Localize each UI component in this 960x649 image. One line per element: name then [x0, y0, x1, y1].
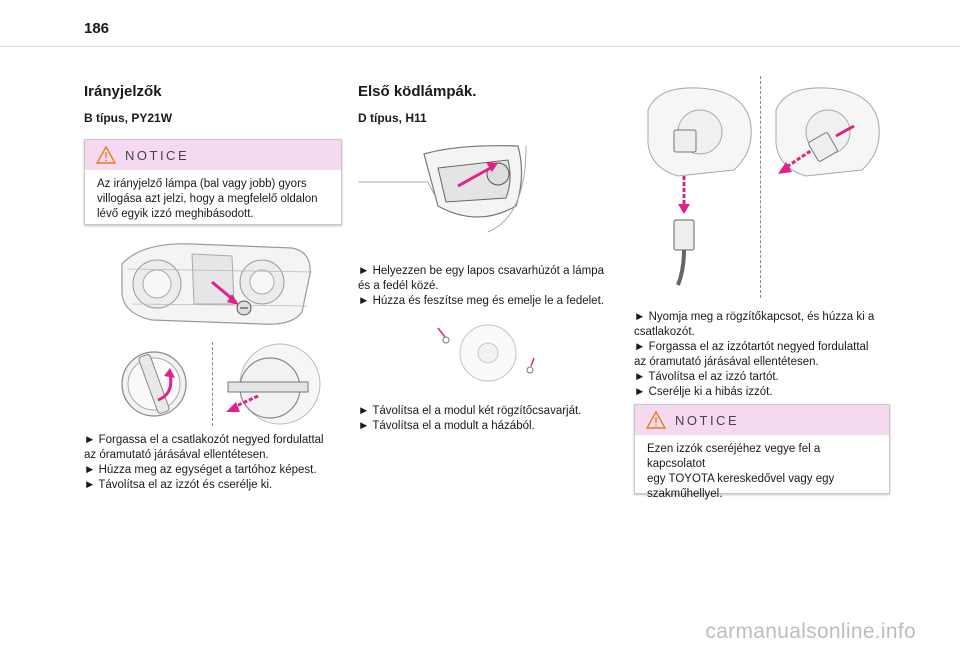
figure-divider	[760, 76, 761, 298]
warning-icon	[645, 410, 667, 429]
notice-text: Ezen izzók cseréjéhez vegye fel a kapcso…	[635, 435, 889, 502]
instruction-line: és a fedél közé.	[358, 280, 439, 292]
notice-line: villogása azt jelzi, hogy a megfelelő ol…	[97, 193, 318, 205]
fog-lamp-module-screws-illustration	[437, 324, 535, 382]
notice-title: NOTICE	[125, 148, 190, 163]
notice-header: NOTICE	[85, 140, 341, 170]
instructions-col1: ► Forgassa el a csatlakozót negyed fordu…	[84, 433, 346, 493]
section-subtitle-type-d: D típus, H11	[358, 111, 427, 125]
notice-title: NOTICE	[675, 413, 740, 428]
notice-box-1: NOTICE Az irányjelző lámpa (bal vagy job…	[84, 139, 342, 225]
bulb-holder-rotate-illustration	[775, 87, 880, 177]
watermark: carmanualsonline.info	[705, 620, 916, 643]
notice-line: lévő egyik izzó meghibásodott.	[97, 208, 254, 220]
instructions-col2-a: ► Helyezzen be egy lapos csavarhúzót a l…	[358, 264, 618, 309]
instruction-line: ► Távolítsa el az izzót és cserélje ki.	[84, 479, 273, 491]
section-subtitle-type-b: B típus, PY21W	[84, 111, 173, 125]
headlamp-assembly-illustration	[121, 243, 313, 325]
instruction-line: ► Forgassa el a csatlakozót negyed fordu…	[84, 434, 324, 446]
section-title-turn-signals: Irányjelzők	[84, 83, 162, 100]
notice-box-2: NOTICE Ezen izzók cseréjéhez vegye fel a…	[634, 404, 890, 500]
instruction-line: ► Távolítsa el a modul két rögzítőcsavar…	[358, 405, 582, 417]
instruction-line: ► Cserélje ki a hibás izzót.	[634, 386, 773, 398]
instructions-col2-b: ► Távolítsa el a modul két rögzítőcsavar…	[358, 404, 618, 434]
instruction-line: ► Távolítsa el az izzó tartót.	[634, 371, 779, 383]
instruction-line: ► Helyezzen be egy lapos csavarhúzót a l…	[358, 265, 604, 277]
notice-line: szakműhellyel.	[647, 488, 723, 500]
notice-text: Az irányjelző lámpa (bal vagy jobb) gyor…	[85, 170, 341, 222]
instruction-line: ► Forgassa el az izzótartót negyed fordu…	[634, 341, 869, 353]
instruction-line: ► Húzza meg az egységet a tartóhoz képes…	[84, 464, 317, 476]
instruction-line: csatlakozót.	[634, 326, 695, 338]
figure-divider	[212, 342, 213, 426]
bulb-holder-illustration	[226, 343, 321, 425]
instruction-line: ► Távolítsa el a modult a házából.	[358, 420, 535, 432]
fog-lamp-cover-illustration	[358, 145, 527, 233]
notice-line: egy TOYOTA kereskedővel vagy egy	[647, 473, 835, 485]
notice-line: Ezen izzók cseréjéhez vegye fel a kapcso…	[647, 443, 821, 470]
connector-cap-illustration	[121, 351, 187, 417]
instruction-line: ► Húzza és feszítse meg és emelje le a f…	[358, 295, 604, 307]
top-divider	[0, 46, 960, 47]
notice-line: Az irányjelző lámpa (bal vagy jobb) gyor…	[97, 178, 307, 190]
notice-header: NOTICE	[635, 405, 889, 435]
instructions-col3: ► Nyomja meg a rögzítőkapcsot, és húzza …	[634, 310, 890, 400]
instruction-line: ► Nyomja meg a rögzítőkapcsot, és húzza …	[634, 311, 875, 323]
warning-icon	[95, 145, 117, 164]
instruction-line: az óramutató járásával ellentétesen.	[634, 356, 819, 368]
connector-release-illustration	[647, 87, 752, 286]
section-title-fog-lamps: Első ködlámpák.	[358, 83, 477, 100]
page-number: 186	[84, 20, 110, 37]
instruction-line: az óramutató járásával ellentétesen.	[84, 449, 269, 461]
